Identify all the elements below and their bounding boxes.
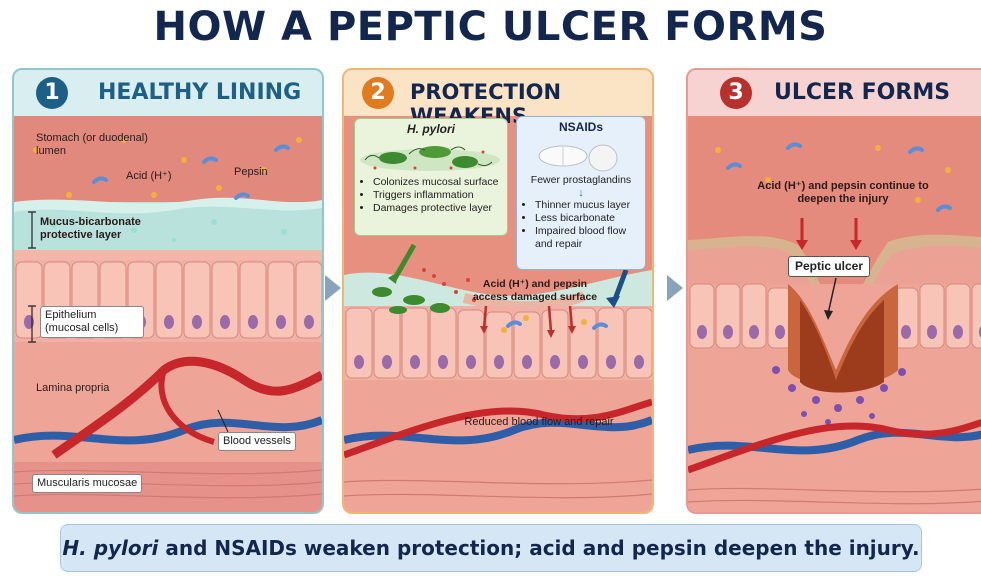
hpylori-title: H. pylori [406,122,455,136]
mucus-layer-label: Mucus-bicarbonate protective layer [40,216,141,241]
nsaids-box: NSAIDs Fewer prostaglandins ↓ Thinner mu… [516,116,646,270]
nsaids-item: Less bicarbonate [535,212,645,225]
arrow-down-icon: ↓ [578,187,584,199]
nsaids-item: Impaired blood flow and repair [535,225,645,251]
panel-header: 2 PROTECTION WEAKENS [344,70,652,128]
pepsin-label: Pepsin [234,166,268,178]
arrow-right-icon [325,275,341,301]
nsaids-item: Thinner mucus layer [535,199,645,212]
lumen-label: Stomach (or duodenal) lumen [36,132,148,157]
lamina-propria-label: Lamina propria [36,382,110,394]
bacteria-icon [360,146,500,171]
pill-icon [538,144,618,172]
ulcer-illustration [688,116,981,512]
arrow-right-icon [667,275,683,301]
reduced-blood-flow-label: Reduced blood flow and repair [464,416,614,428]
muscularis-label: Muscularis mucosae [32,474,143,493]
panel-healthy-lining: 1 HEALTHY LINING Stomach (or duodenal) l… [12,68,324,514]
nsaids-title: NSAIDs [558,120,603,134]
step-number: 1 [36,77,68,109]
panel-ulcer-forms: 3 ULCER FORMS Acid (H⁺) and pepsin conti… [686,68,981,514]
panel-protection-weakens: 2 PROTECTION WEAKENS H. pylori Colonizes… [342,68,654,514]
banner-emphasis: H. pylori [62,536,159,560]
hpylori-item: Colonizes mucosal surface [373,176,507,189]
panel-heading: HEALTHY LINING [98,80,302,105]
panel-header: 1 HEALTHY LINING [14,70,322,116]
epithelium-label: Epithelium (mucosal cells) [40,306,144,338]
blood-vessels-label: Blood vessels [218,432,296,451]
panel-heading: PROTECTION WEAKENS [410,80,562,128]
nsaids-subtitle: Fewer prostaglandins [530,174,632,186]
panel-header: 3 ULCER FORMS [688,70,981,116]
page-title: HOW A PEPTIC ULCER FORMS [153,4,828,50]
hpylori-item: Triggers inflammation [373,189,507,202]
panel-heading: ULCER FORMS [774,80,951,105]
step-number: 3 [720,77,752,109]
step-number: 2 [362,77,394,109]
hpylori-item: Damages protective layer [373,202,507,215]
acid-label: Acid (H⁺) [126,170,172,182]
hpylori-box: H. pylori Colonizes mucosal surface Trig… [354,118,508,236]
acid-pepsin-label: Acid (H⁺) and pepsin continue to deepen … [757,180,929,205]
summary-banner: H. pylori and NSAIDs weaken protection; … [60,524,922,572]
acid-access-label: Acid (H⁺) and pepsin access damaged surf… [472,278,598,303]
peptic-ulcer-label: Peptic ulcer [788,256,871,277]
banner-text: and NSAIDs weaken protection; acid and p… [158,536,920,560]
